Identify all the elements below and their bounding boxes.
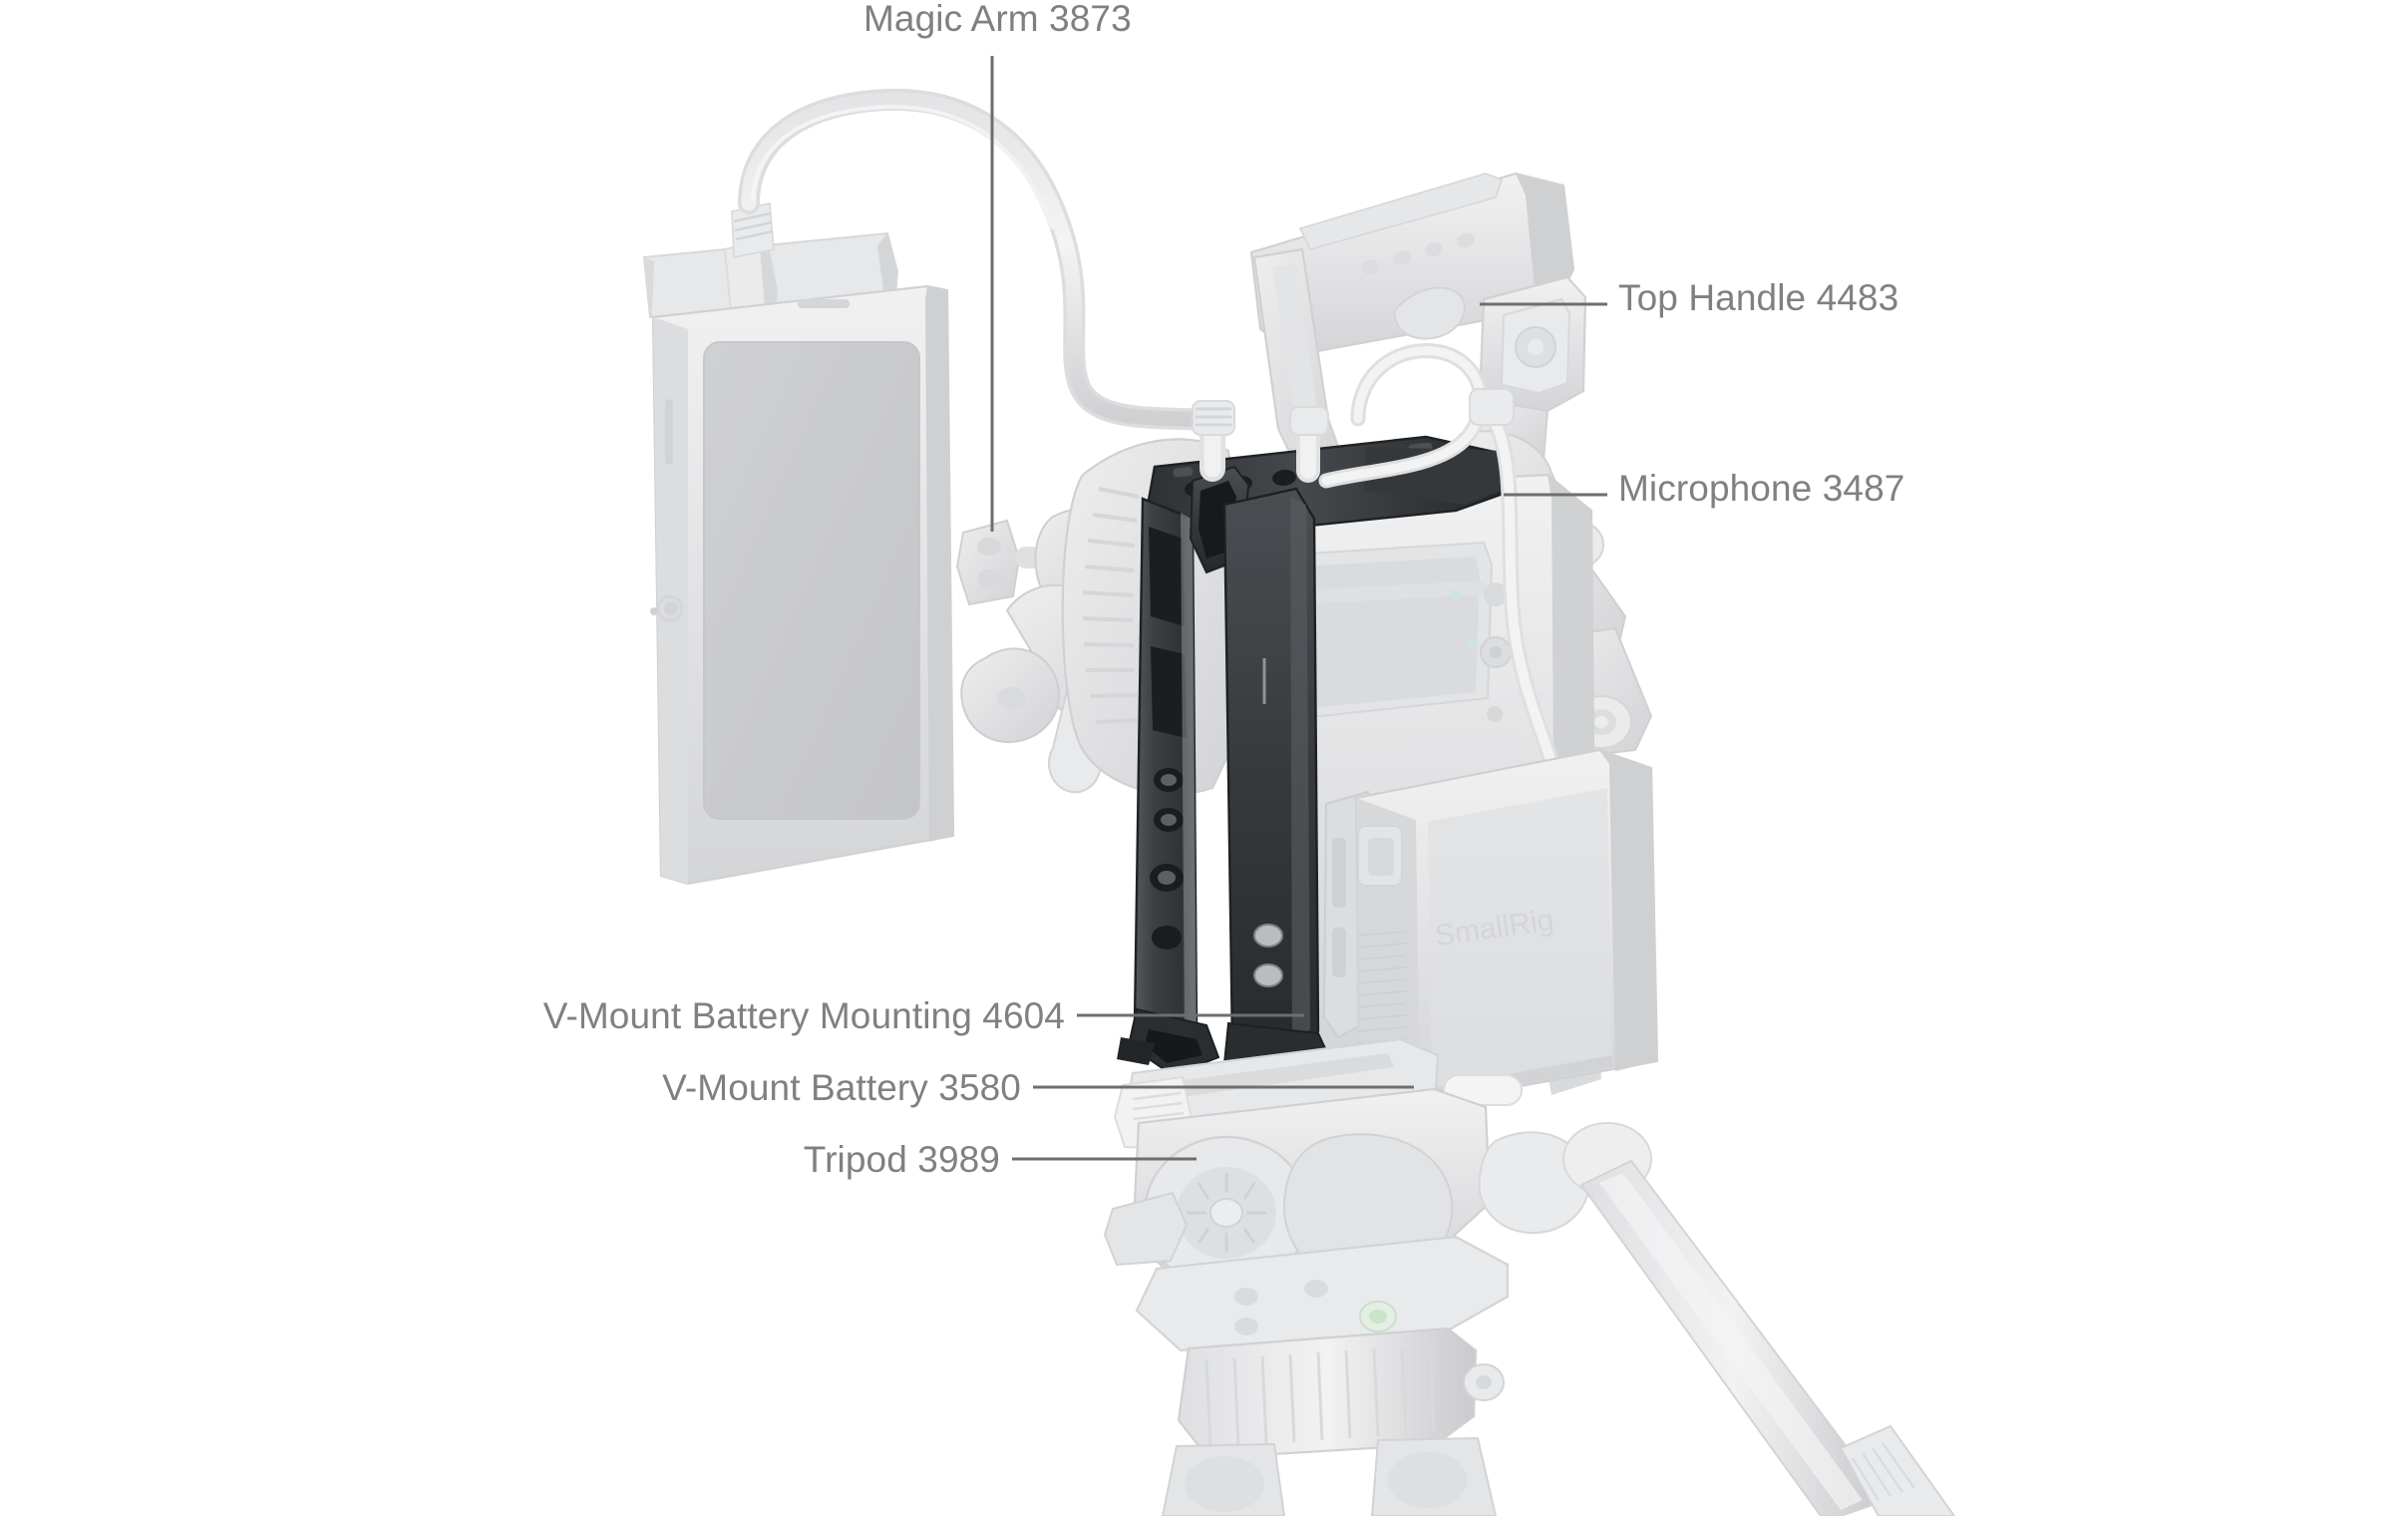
tripod-pan-bar-group: [1478, 1122, 1956, 1516]
leader-lines: [990, 56, 1607, 1161]
callout-v-mount-battery-mounting-label: V-Mount Battery Mounting 4604: [542, 995, 1065, 1036]
callout-top-handle: Top Handle 4483: [1618, 279, 1898, 316]
callout-microphone: Microphone 3487: [1618, 470, 1904, 507]
callout-v-mount-battery-label: V-Mount Battery 3580: [662, 1067, 1021, 1108]
tripod-head-group: [1103, 1037, 1523, 1516]
external-monitor-group: [642, 202, 955, 886]
callout-top-handle-label: Top Handle 4483: [1618, 277, 1899, 318]
callout-magic-arm-label: Magic Arm 3873: [863, 0, 1132, 39]
callout-tripod-label: Tripod 3989: [803, 1139, 1000, 1180]
callout-tripod: Tripod 3989: [0, 1141, 1000, 1178]
callout-v-mount-battery: V-Mount Battery 3580: [0, 1069, 1021, 1106]
callout-magic-arm: Magic Arm 3873: [863, 0, 1132, 37]
hdmi-cable-group: [738, 88, 1217, 431]
callout-v-mount-battery-mounting: V-Mount Battery Mounting 4604: [0, 997, 1065, 1034]
callout-microphone-label: Microphone 3487: [1618, 468, 1905, 509]
